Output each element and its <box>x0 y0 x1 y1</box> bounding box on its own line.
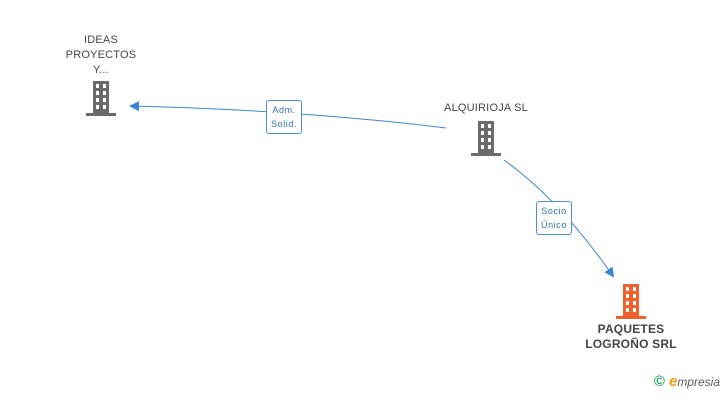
edge-label-line: Adm. <box>272 105 296 115</box>
node-label: PAQUETES LOGROÑO SRL <box>570 322 692 352</box>
building-icon <box>616 284 646 319</box>
node-label: IDEAS PROYECTOS Y... <box>48 33 154 78</box>
empresia-logo: empresia <box>669 373 720 390</box>
building-icon <box>86 81 116 116</box>
brand-initial: e <box>668 373 678 390</box>
copyright-icon: © <box>653 373 665 390</box>
label-line: ALQUIRIOJA SL <box>444 102 528 114</box>
label-line: Y... <box>93 64 109 76</box>
label-line: PROYECTOS <box>65 49 137 61</box>
edge-label-line: Solid. <box>271 119 298 129</box>
edge-label-line: Único <box>541 220 568 230</box>
building-icon <box>471 121 501 156</box>
edge-label-line: Socio <box>541 206 567 216</box>
brand-name: mpresia <box>677 375 720 389</box>
label-line: IDEAS <box>83 34 118 46</box>
empresia-watermark: © empresia <box>654 373 720 390</box>
node-alquirioja[interactable]: ALQUIRIOJA SL <box>430 101 542 157</box>
label-line: LOGROÑO SRL <box>585 337 677 351</box>
edge-label-socio-unico[interactable]: Socio Único <box>536 201 573 235</box>
node-label: ALQUIRIOJA SL <box>430 101 542 116</box>
node-ideas-proyectos[interactable]: IDEAS PROYECTOS Y... <box>48 33 154 117</box>
node-paquetes-logrono[interactable]: PAQUETES LOGROÑO SRL <box>570 284 692 352</box>
label-line: PAQUETES <box>597 322 665 336</box>
edge-label-adm-solid[interactable]: Adm. Solid. <box>266 100 303 134</box>
